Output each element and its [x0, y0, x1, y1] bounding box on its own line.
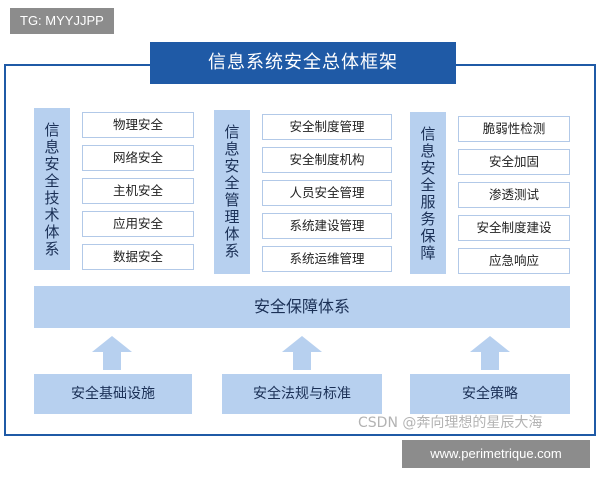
column-label-char: 安 [420, 159, 436, 177]
column-label-char: 息 [224, 140, 240, 158]
item-vulnerability-detection: 脆弱性检测 [458, 116, 570, 142]
item-host-security: 主机安全 [82, 178, 194, 204]
column-label-char: 服 [420, 193, 436, 211]
item-data-security: 数据安全 [82, 244, 194, 270]
column-label-service: 信 息 安 全 服 务 保 障 [410, 112, 446, 274]
column-label-char: 系 [224, 242, 240, 260]
base-strategy: 安全策略 [410, 374, 570, 414]
item-security-policy-management: 安全制度管理 [262, 114, 392, 140]
up-arrow-icon [92, 336, 132, 370]
column-label-char: 体 [224, 225, 240, 243]
column-label-char: 信 [420, 125, 436, 143]
diagram-title: 信息系统安全总体框架 [150, 42, 456, 84]
column-label-char: 全 [224, 174, 240, 192]
item-personnel-security: 人员安全管理 [262, 180, 392, 206]
item-security-hardening: 安全加固 [458, 149, 570, 175]
column-label-management: 信 息 安 全 管 理 体 系 [214, 110, 250, 274]
column-label-char: 全 [420, 176, 436, 194]
column-label-char: 信 [224, 123, 240, 141]
tag-label: TG: MYYJJPP [10, 8, 114, 34]
column-label-char: 术 [44, 206, 60, 224]
item-physical-security: 物理安全 [82, 112, 194, 138]
item-network-security: 网络安全 [82, 145, 194, 171]
column-label-char: 技 [44, 189, 60, 207]
base-regulations-standards: 安全法规与标准 [222, 374, 382, 414]
item-security-organization: 安全制度机构 [262, 147, 392, 173]
column-label-char: 障 [420, 244, 436, 262]
item-security-policy-building: 安全制度建设 [458, 215, 570, 241]
column-label-char: 全 [44, 172, 60, 190]
item-emergency-response: 应急响应 [458, 248, 570, 274]
security-assurance-band: 安全保障体系 [34, 286, 570, 328]
site-label: www.perimetrique.com [402, 440, 590, 468]
column-label-char: 安 [44, 155, 60, 173]
item-system-operation: 系统运维管理 [262, 246, 392, 272]
item-application-security: 应用安全 [82, 211, 194, 237]
column-label-char: 体 [44, 223, 60, 241]
up-arrow-icon [470, 336, 510, 370]
column-label-char: 理 [224, 208, 240, 226]
base-infrastructure: 安全基础设施 [34, 374, 192, 414]
column-label-char: 信 [44, 121, 60, 139]
column-label-char: 安 [224, 157, 240, 175]
up-arrow-icon [282, 336, 322, 370]
column-label-technology: 信 息 安 全 技 术 体 系 [34, 108, 70, 270]
column-label-char: 系 [44, 240, 60, 258]
column-label-char: 务 [420, 210, 436, 228]
csdn-watermark: CSDN @奔向理想的星辰大海 [358, 415, 543, 431]
column-label-char: 管 [224, 191, 240, 209]
column-label-char: 息 [44, 138, 60, 156]
item-penetration-testing: 渗透测试 [458, 182, 570, 208]
column-label-char: 保 [420, 227, 436, 245]
column-label-char: 息 [420, 142, 436, 160]
item-system-construction: 系统建设管理 [262, 213, 392, 239]
